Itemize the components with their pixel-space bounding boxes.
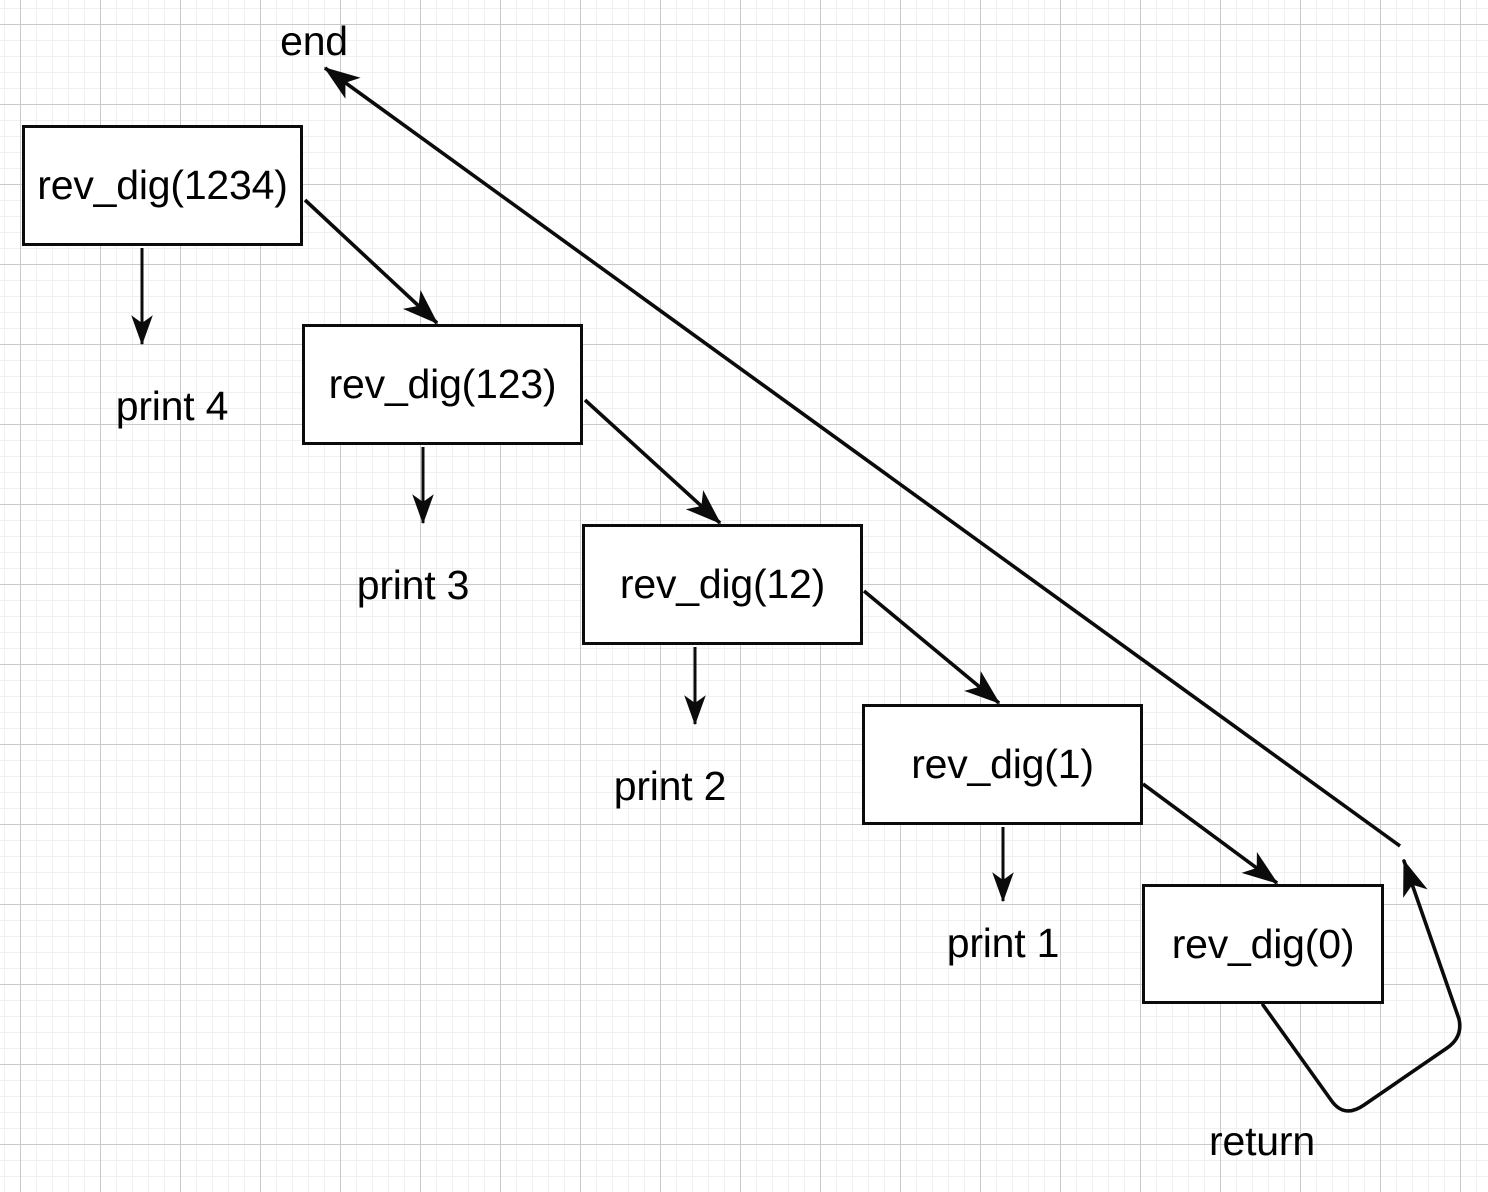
node-rev-dig-1[interactable]: rev_dig(1): [862, 704, 1143, 825]
node-rev-dig-1234[interactable]: rev_dig(1234): [22, 125, 303, 246]
edge-rev123-to-rev12: [583, 398, 722, 525]
node-rev-dig-0[interactable]: rev_dig(0): [1142, 884, 1384, 1004]
label-print-3: print 3: [356, 562, 470, 608]
node-label: rev_dig(0): [1171, 920, 1355, 967]
label-print-1: print 1: [946, 920, 1060, 966]
node-rev-dig-12[interactable]: rev_dig(12): [582, 524, 863, 645]
node-rev-dig-123[interactable]: rev_dig(123): [302, 324, 583, 445]
edge-rev12-to-rev1: [862, 589, 1001, 705]
node-label: rev_dig(1): [911, 741, 1094, 787]
node-label: rev_dig(123): [328, 361, 557, 407]
label-end: end: [280, 18, 348, 64]
label-print-4: print 4: [115, 383, 229, 429]
label-print-2: print 2: [613, 763, 727, 809]
label-return: return: [1209, 1118, 1315, 1164]
edge-rev1234-to-rev123: [303, 198, 439, 325]
node-label: rev_dig(12): [619, 561, 826, 607]
node-label: rev_dig(1234): [37, 162, 288, 208]
edge-rev1-to-rev0: [1141, 782, 1279, 885]
